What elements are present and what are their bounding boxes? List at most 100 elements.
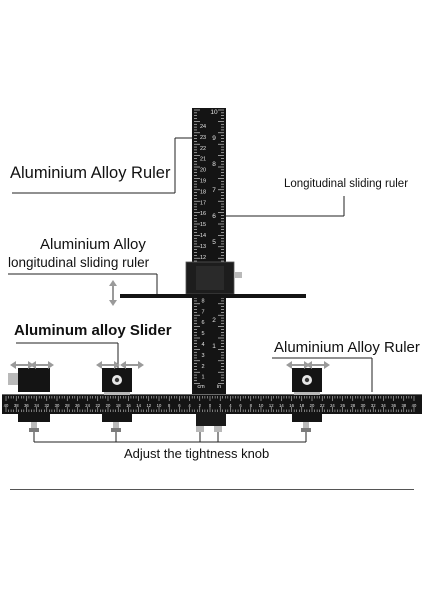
horizontal-ruler-number: 36 — [391, 403, 396, 408]
horizontal-ruler-number: 22 — [95, 403, 100, 408]
arrow-left-icon — [10, 361, 16, 369]
horizontal-ruler-number: 40 — [4, 403, 9, 408]
horizontal-ruler-number: 32 — [371, 403, 376, 408]
horizontal-ruler-number: 8 — [168, 403, 171, 408]
vertical-ruler-number: 4 — [201, 342, 204, 348]
horizontal-ruler-number: 22 — [320, 403, 325, 408]
knob-head — [301, 428, 311, 432]
horizontal-ruler-number: 2 — [219, 403, 222, 408]
label-aluminium-alloy-ruler: Aluminium Alloy Ruler — [10, 164, 171, 182]
vertical-ruler-inch-number: 10 — [210, 109, 218, 116]
horizontal-ruler-number: 6 — [239, 403, 242, 408]
slider-hole-center — [114, 377, 120, 383]
horizontal-ruler-number: 38 — [14, 403, 19, 408]
horizontal-ruler-number: 34 — [34, 403, 39, 408]
horizontal-ruler-number: 28 — [350, 403, 355, 408]
horizontal-ruler-number: 16 — [126, 403, 131, 408]
horizontal-ruler-number: 12 — [269, 403, 274, 408]
vertical-ruler-number: 13 — [200, 244, 206, 250]
vertical-ruler-inch-number: 8 — [212, 161, 216, 168]
horizontal-ruler-number: 38 — [401, 403, 406, 408]
label-aluminum-alloy-slider: Aluminum alloy Slider — [14, 322, 172, 339]
knob-stem — [196, 426, 204, 432]
arrow-right-icon — [324, 361, 330, 369]
vertical-ruler-number: 2 — [201, 364, 204, 370]
slider-base — [294, 392, 320, 395]
knob-stem — [214, 426, 222, 432]
arrow-left-icon — [120, 361, 126, 369]
vertical-ruler-number: 24 — [200, 124, 206, 130]
center-mount-plate — [196, 412, 226, 426]
horizontal-ruler-number: 14 — [136, 403, 141, 408]
arrow-left-icon — [306, 361, 312, 369]
vertical-ruler-number: 1 — [201, 375, 204, 381]
vertical-ruler-inch-number: 5 — [212, 239, 216, 246]
arrow-left-icon — [286, 361, 292, 369]
label-aluminium-alloy-line2: longitudinal sliding ruler — [8, 255, 150, 270]
label-adjust-tightness-knob: Adjust the tightness knob — [124, 446, 270, 461]
arrow-right-icon — [138, 361, 144, 369]
label-longitudinal-sliding-ruler: Longitudinal sliding ruler — [284, 178, 409, 190]
vertical-ruler-inch-number: 7 — [212, 187, 216, 194]
vertical-ruler-inch-number: 9 — [212, 135, 216, 142]
end-stop-block — [18, 368, 50, 392]
direction-arrows — [10, 280, 330, 369]
vertical-ruler-number: 6 — [201, 320, 204, 326]
aluminum-sliders — [8, 368, 322, 422]
vertical-ruler-number: 22 — [200, 146, 206, 152]
horizontal-ruler-number: 20 — [310, 403, 315, 408]
end-stop-screw — [8, 373, 18, 385]
arrow-down-icon — [109, 300, 117, 306]
vertical-ruler-number: 7 — [201, 309, 204, 315]
vertical-ruler-number: 20 — [200, 168, 206, 174]
slider-bracket-face — [196, 266, 224, 290]
horizontal-ruler-ticks — [5, 396, 415, 412]
end-stop-clamp — [18, 414, 50, 422]
horizontal-ruler-body — [2, 394, 422, 414]
horizontal-ruler-number: 6 — [178, 403, 181, 408]
horizontal-ruler-number: 10 — [259, 403, 264, 408]
horizontal-ruler-number: 24 — [330, 403, 335, 408]
horizontal-ruler-number: 16 — [289, 403, 294, 408]
horizontal-ruler-number: 32 — [44, 403, 49, 408]
longitudinal-sliding-plate — [120, 294, 306, 298]
horizontal-ruler-number: 26 — [340, 403, 345, 408]
knob-stem — [303, 422, 309, 428]
horizontal-ruler-number: 2 — [199, 403, 202, 408]
horizontal-ruler-number: 20 — [106, 403, 111, 408]
knob-head — [29, 428, 39, 432]
horizontal-ruler-number: 10 — [157, 403, 162, 408]
arrow-right-icon — [114, 361, 120, 369]
vertical-ruler-number: 12 — [200, 255, 206, 261]
arrow-left-icon — [30, 361, 36, 369]
vertical-ruler-inch-number: 1 — [212, 343, 216, 350]
vertical-ruler-number: 19 — [200, 179, 206, 185]
vertical-ruler-unit-cm: cm — [197, 384, 205, 390]
horizontal-ruler-number: 8 — [250, 403, 253, 408]
leader-lines — [8, 137, 373, 443]
vertical-ruler-number: 3 — [201, 353, 204, 359]
vertical-ruler-number: 15 — [200, 222, 206, 228]
horizontal-ruler-number: 4 — [188, 403, 191, 408]
arrow-up-icon — [109, 280, 117, 286]
slider-clamp — [292, 414, 322, 422]
slider-base — [104, 392, 130, 395]
horizontal-ruler-number: 36 — [24, 403, 29, 408]
vertical-ruler-number: 8 — [201, 298, 204, 304]
label-aluminium-alloy-ruler-right: Aluminium Alloy Ruler — [274, 339, 420, 356]
vertical-ruler-unit-in: in — [217, 384, 221, 390]
vertical-ruler-number: 23 — [200, 135, 206, 141]
horizontal-ruler-number: 30 — [361, 403, 366, 408]
horizontal-ruler-number: 0 — [209, 403, 212, 408]
knob-head — [111, 428, 121, 432]
vertical-ruler-number: 16 — [200, 211, 206, 217]
horizontal-ruler-number: 30 — [55, 403, 60, 408]
horizontal-ruler-number: 28 — [65, 403, 70, 408]
bottom-divider — [10, 489, 414, 490]
vertical-ruler-body — [192, 108, 226, 394]
knob-stem — [31, 422, 37, 428]
horizontal-ruler-number: 34 — [381, 403, 386, 408]
